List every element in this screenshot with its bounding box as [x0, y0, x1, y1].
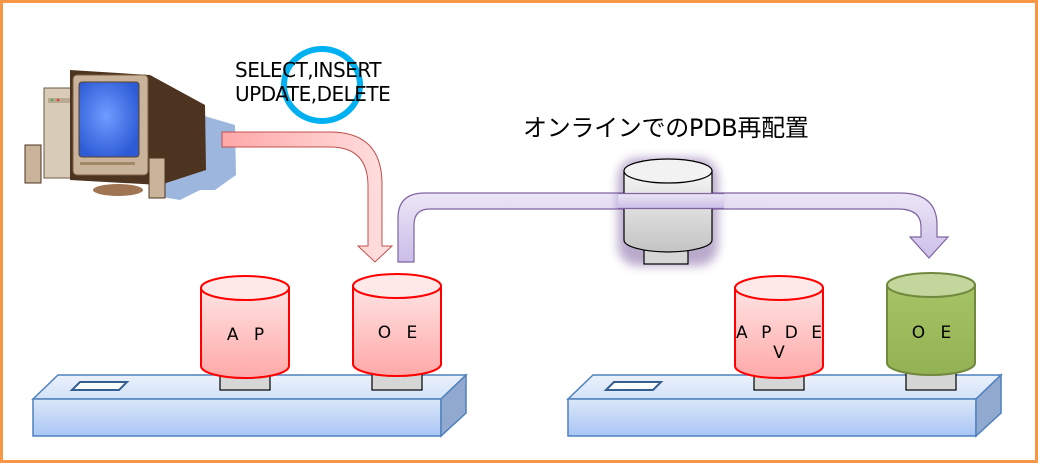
pdb-label-ap: A P [226, 325, 270, 345]
pdb-cylinder-ap [200, 275, 290, 391]
client-computer-icon [24, 70, 236, 200]
pdb-label-apdev: A P D E V [736, 323, 826, 363]
diagram-title: オンラインでのPDB再配置 [523, 114, 809, 142]
sql-operations-line-2: UPDATE,DELETE [235, 82, 391, 106]
target-server [566, 373, 1003, 438]
pdb-cylinder-oe-target [886, 272, 976, 391]
pdb-label-oe-source: O E [377, 323, 423, 343]
client-access-arrow [221, 131, 394, 263]
source-server [31, 373, 468, 438]
pdb-label-oe-target: O E [911, 323, 957, 343]
sql-operations-line-1: SELECT,INSERT [235, 58, 382, 82]
available-circle-icon [281, 46, 363, 124]
moving-pdb-cylinder [618, 158, 724, 266]
pdb-cylinder-oe-source [352, 273, 442, 391]
pdb-cylinder-apdev [734, 275, 824, 391]
